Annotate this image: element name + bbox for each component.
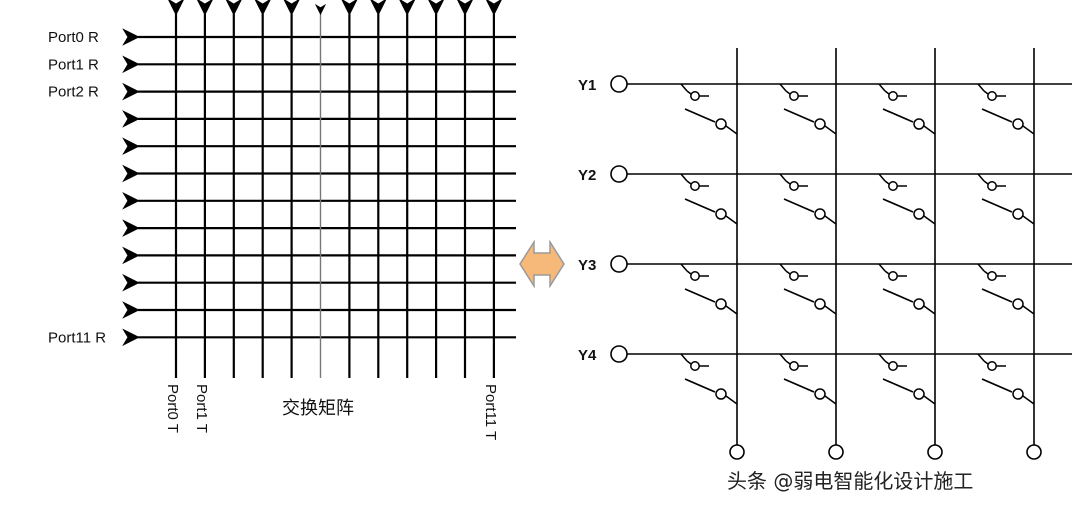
switch-contact xyxy=(690,361,700,371)
switch-blade xyxy=(882,378,914,393)
switch-blade xyxy=(882,198,914,213)
switch-contact xyxy=(814,208,826,220)
switch-contact xyxy=(888,91,898,101)
crosspoint-switch xyxy=(977,263,1035,315)
switch-contact xyxy=(1012,298,1024,310)
crosspoint-switch xyxy=(878,353,936,405)
crosspoint-switch xyxy=(680,263,738,315)
switch-contact xyxy=(987,361,997,371)
switch-contact xyxy=(789,271,799,281)
row-input-label-2: Y3 xyxy=(578,257,596,274)
row-label-2: Port2 R xyxy=(48,84,99,101)
switch-contact xyxy=(715,118,727,130)
switch-contact xyxy=(888,271,898,281)
row-terminal-0 xyxy=(610,75,628,93)
row-input-label-1: Y2 xyxy=(578,167,596,184)
switch-contact xyxy=(888,181,898,191)
row-terminal-3 xyxy=(610,345,628,363)
row-input-label-3: Y4 xyxy=(578,347,597,364)
switch-contact xyxy=(715,298,727,310)
switch-blade xyxy=(981,198,1013,213)
switch-blade xyxy=(684,198,716,213)
crosspoint-switch xyxy=(779,353,837,405)
crosspoint-switch xyxy=(977,353,1035,405)
switch-blade xyxy=(684,108,716,123)
switch-contact xyxy=(789,181,799,191)
crosspoint-switch xyxy=(977,173,1035,225)
switch-contact xyxy=(789,361,799,371)
switch-contact xyxy=(987,91,997,101)
switch-blade xyxy=(882,288,914,303)
row-terminal-2 xyxy=(610,255,628,273)
switch-contact xyxy=(987,181,997,191)
bidirectional-arrow-icon xyxy=(519,239,565,289)
switch-blade xyxy=(783,288,815,303)
switch-contact xyxy=(814,118,826,130)
crosspoint-switch xyxy=(779,83,837,135)
crosspoint-switch xyxy=(779,173,837,225)
switch-blade xyxy=(981,108,1013,123)
crosspoint-switch xyxy=(680,353,738,405)
row-terminal-1 xyxy=(610,165,628,183)
crosspoint-switch xyxy=(878,263,936,315)
col-label-0: Port0 T xyxy=(164,384,181,433)
switch-contact xyxy=(913,118,925,130)
crosspoint-switch xyxy=(779,263,837,315)
row-label-11: Port11 R xyxy=(48,329,106,346)
crosspoint-switch xyxy=(977,83,1035,135)
connector-arrow-shape xyxy=(519,239,565,289)
col-label-11: Port11 T xyxy=(482,384,499,440)
switch-blade xyxy=(783,198,815,213)
watermark-text: 头条 @弱电智能化设计施工 xyxy=(727,469,973,493)
switch-contact xyxy=(789,91,799,101)
column-terminal-3 xyxy=(1026,444,1042,460)
matrix-caption: 交换矩阵 xyxy=(282,398,354,419)
crosspoint-switch xyxy=(680,83,738,135)
switch-contact xyxy=(814,388,826,400)
switch-blade xyxy=(684,288,716,303)
crossbar-matrix: Port0 R Port1 R Port2 R Port11 R Port0 T Port… xyxy=(48,0,516,440)
switch-blade xyxy=(783,378,815,393)
crosspoint-switch xyxy=(680,173,738,225)
switch-contact xyxy=(1012,118,1024,130)
switch-contact xyxy=(913,208,925,220)
col-label-1: Port1 T xyxy=(193,384,210,433)
switch-blade xyxy=(684,378,716,393)
row-label-0: Port0 R xyxy=(48,29,99,46)
switch-blade xyxy=(783,108,815,123)
switch-contact xyxy=(814,298,826,310)
switch-blade xyxy=(981,378,1013,393)
column-terminal-1 xyxy=(828,444,844,460)
switch-contact xyxy=(987,271,997,281)
switch-contact xyxy=(913,388,925,400)
switch-contact xyxy=(690,91,700,101)
switch-contact xyxy=(1012,208,1024,220)
column-terminal-2 xyxy=(927,444,943,460)
switch-contact xyxy=(888,361,898,371)
switch-contact xyxy=(715,208,727,220)
switch-contact xyxy=(690,271,700,281)
column-terminal-0 xyxy=(729,444,745,460)
row-label-1: Port1 R xyxy=(48,56,99,73)
switch-blade xyxy=(882,108,914,123)
switch-contact xyxy=(690,181,700,191)
switch-contact xyxy=(913,298,925,310)
switch-contact xyxy=(1012,388,1024,400)
crosspoint-switch xyxy=(878,173,936,225)
crosspoint-switch xyxy=(878,83,936,135)
switch-blade xyxy=(981,288,1013,303)
row-input-label-0: Y1 xyxy=(578,77,596,94)
switch-contact xyxy=(715,388,727,400)
